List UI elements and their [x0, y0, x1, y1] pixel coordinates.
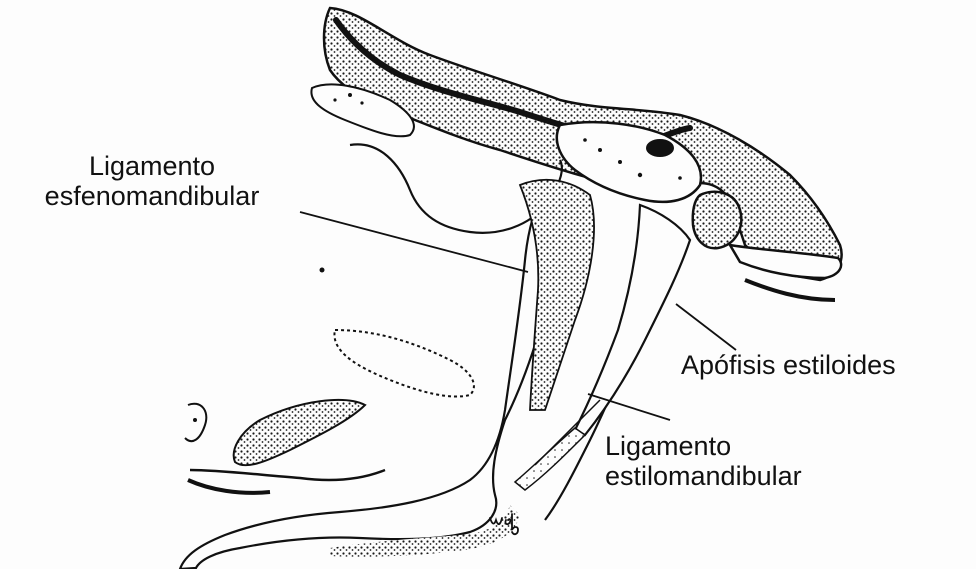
leader-sphenomandibular — [300, 212, 528, 272]
label-stylomandibular-line1: Ligamento — [605, 431, 802, 461]
artist-signature — [486, 512, 526, 544]
label-styloid-process: Apófisis estiloides — [681, 350, 896, 380]
mylohyoid-groove — [234, 400, 365, 465]
label-styloid-text: Apófisis estiloides — [681, 350, 896, 380]
mastoid-process — [693, 192, 742, 249]
leader-styloid — [676, 304, 736, 350]
label-sphenomandibular-line1: Ligamento — [6, 151, 298, 181]
stylomandibular-ligament — [515, 428, 585, 490]
label-sphenomandibular-ligament: Ligamento esfenomandibular — [6, 151, 298, 211]
label-sphenomandibular-line2: esfenomandibular — [6, 181, 298, 211]
external-auditory-meatus — [646, 139, 674, 157]
label-stylomandibular-ligament: Ligamento estilomandibular — [605, 431, 802, 491]
mandibular-body-fold — [190, 470, 385, 480]
label-stylomandibular-line2: estilomandibular — [605, 461, 802, 491]
medial-surface-fold — [334, 330, 473, 397]
